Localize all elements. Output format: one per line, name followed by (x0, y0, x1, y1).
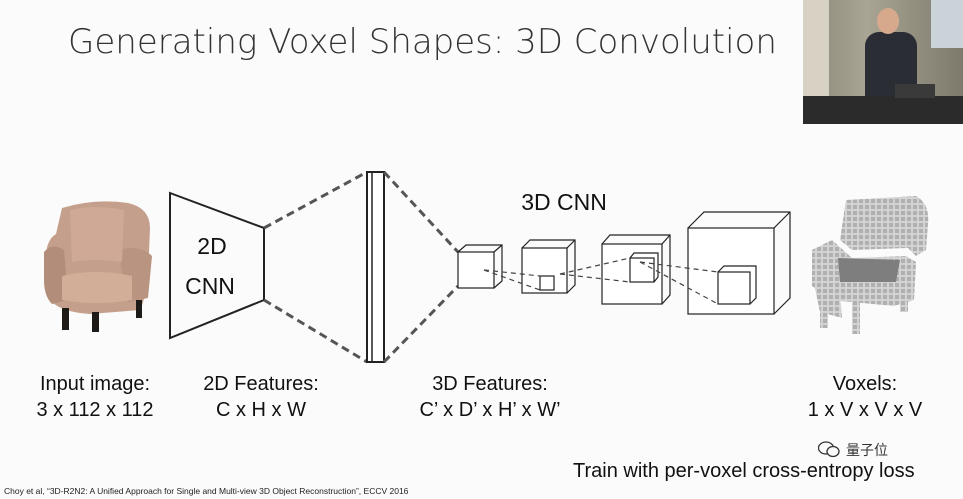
feature-2d-slab (366, 171, 385, 363)
cnn2d-label-line2: CNN (185, 273, 235, 299)
slide-title: Generating Voxel Shapes: 3D Convolution (68, 22, 777, 62)
speaker-video-thumbnail (803, 0, 963, 124)
cnn2d-trapezoid (169, 191, 265, 340)
citation: Choy et al, “3D-R2N2: A Unified Approach… (4, 486, 409, 496)
training-note: Train with per-voxel cross-entropy loss (573, 460, 915, 482)
caption-features-3d-line2: C’ x D’ x H’ x W’ (419, 399, 561, 421)
watermark-text: 量子位 (846, 442, 888, 458)
caption-features-2d-line2: C x H x W (216, 399, 306, 421)
caption-voxels-line1: Voxels: (832, 373, 898, 395)
caption-voxels: Voxels: 1 x V x V x V (790, 371, 940, 423)
caption-input: Input image: 3 x 112 x 112 (20, 371, 170, 423)
wechat-logo-icon (818, 441, 840, 458)
caption-features-3d-line1: 3D Features: (432, 373, 548, 395)
cnn3d-cube-4 (687, 211, 791, 315)
cnn3d-label: 3D CNN (521, 189, 607, 215)
caption-input-line1: Input image: (39, 373, 151, 395)
caption-voxels-line2: 1 x V x V x V (807, 399, 923, 421)
cnn3d-cube-3 (601, 234, 671, 305)
caption-features-3d: 3D Features: C’ x D’ x H’ x W’ (390, 371, 590, 423)
cnn3d-cube-1 (457, 244, 503, 289)
caption-features-2d-line1: 2D Features: (203, 373, 319, 395)
caption-input-line2: 3 x 112 x 112 (36, 399, 154, 421)
output-voxel-chair (812, 196, 929, 334)
input-chair-image (44, 201, 152, 332)
caption-features-2d: 2D Features: C x H x W (186, 371, 336, 423)
cnn2d-label-line1: 2D (197, 233, 226, 259)
cnn3d-cube-2 (521, 239, 576, 294)
